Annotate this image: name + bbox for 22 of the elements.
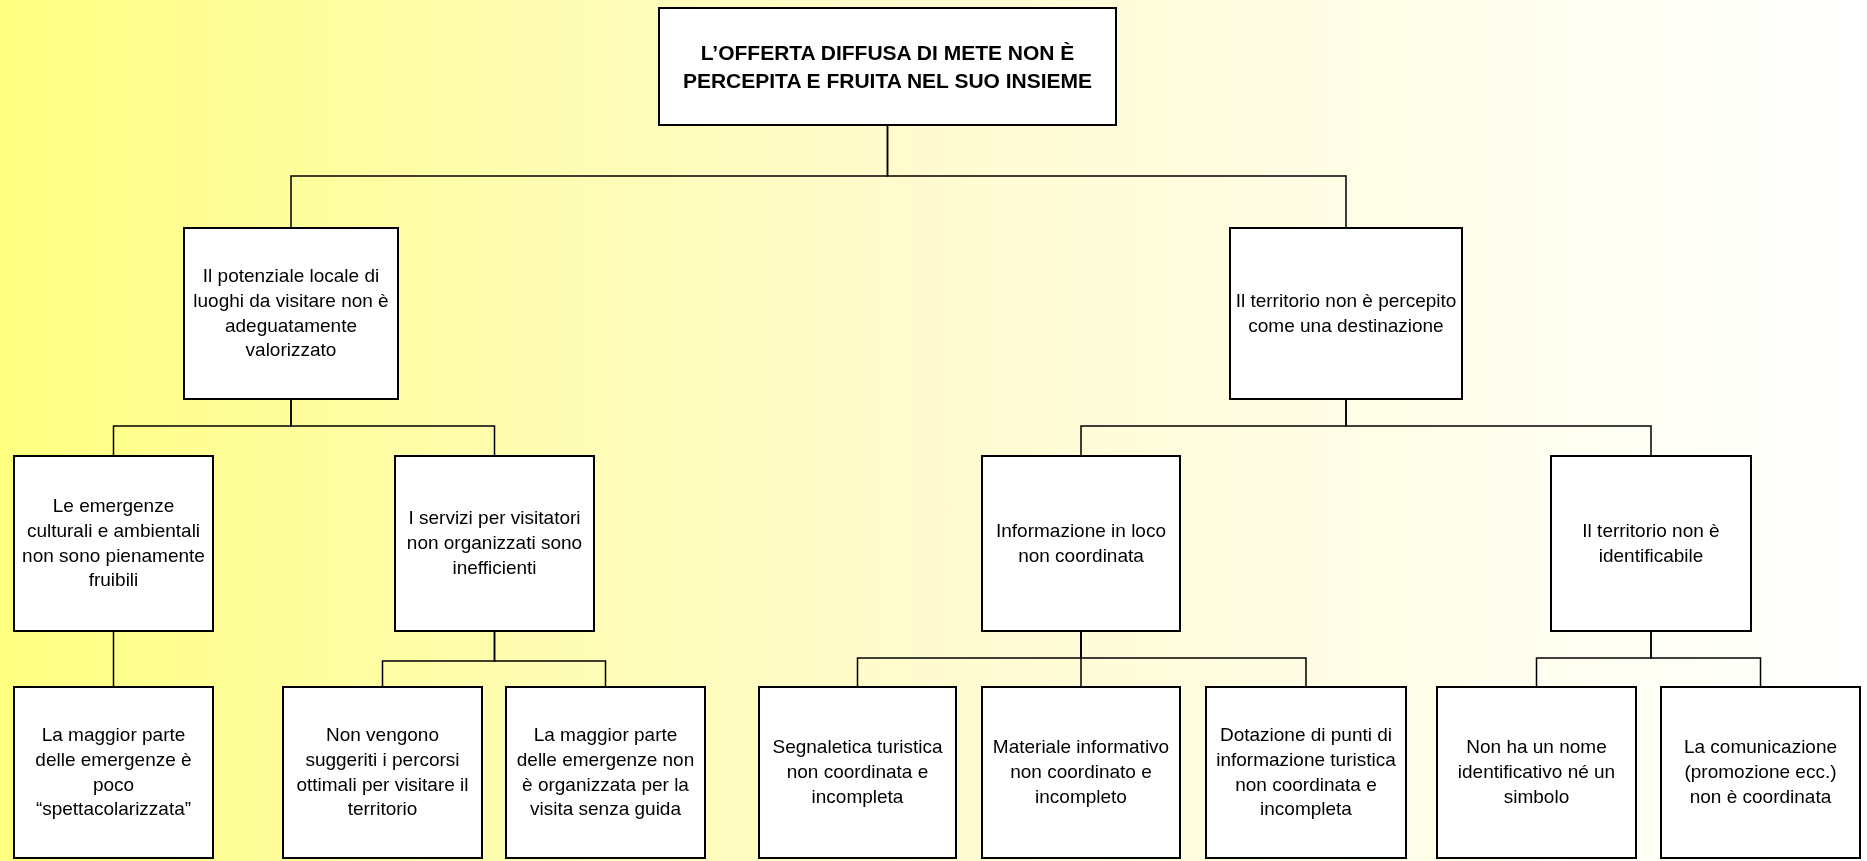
connector-line <box>886 125 1347 228</box>
connector-line <box>493 631 607 687</box>
cause-box: La maggior parte delle emergenze è poco “spettacolarizzata” <box>13 686 214 859</box>
cause-box: Il territorio non è percepito come una destinazione <box>1229 227 1463 400</box>
cause-box: Non vengono suggeriti i percorsi ottimali per visitare il territorio <box>282 686 483 859</box>
connector-line <box>1345 399 1652 456</box>
connector-line <box>112 631 115 687</box>
cause-box: La comunicazione (promozione ecc.) non è coordinata <box>1660 686 1861 859</box>
cause-box: Il territorio non è identificabile <box>1550 455 1752 632</box>
cause-box: La maggior parte delle emergenze non è organizzata per la visita senza guida <box>505 686 706 859</box>
connector-line <box>1080 631 1307 687</box>
cause-box: Dotazione di punti di informazione turistica non coordinata e incompleta <box>1205 686 1407 859</box>
cause-box: Il potenziale locale di luoghi da visitare non è adeguatamente valorizzato <box>183 227 399 400</box>
connector-line <box>1650 631 1762 687</box>
cause-box: Non ha un nome identificativo né un simbolo <box>1436 686 1637 859</box>
cause-box: Informazione in loco non coordinata <box>981 455 1181 632</box>
connector-line <box>290 399 496 456</box>
cause-box: I servizi per visitatori non organizzati sono inefficienti <box>394 455 595 632</box>
title-box: L’OFFERTA DIFFUSA DI METE NON È PERCEPITA E FRUITA NEL SUO INSIEME <box>658 7 1117 126</box>
cause-box: Le emergenze culturali e ambientali non sono pienamente fruibili <box>13 455 214 632</box>
cause-box: Materiale informativo non coordinato e incompleto <box>981 686 1181 859</box>
cause-box: Segnaletica turistica non coordinata e incompleta <box>758 686 957 859</box>
